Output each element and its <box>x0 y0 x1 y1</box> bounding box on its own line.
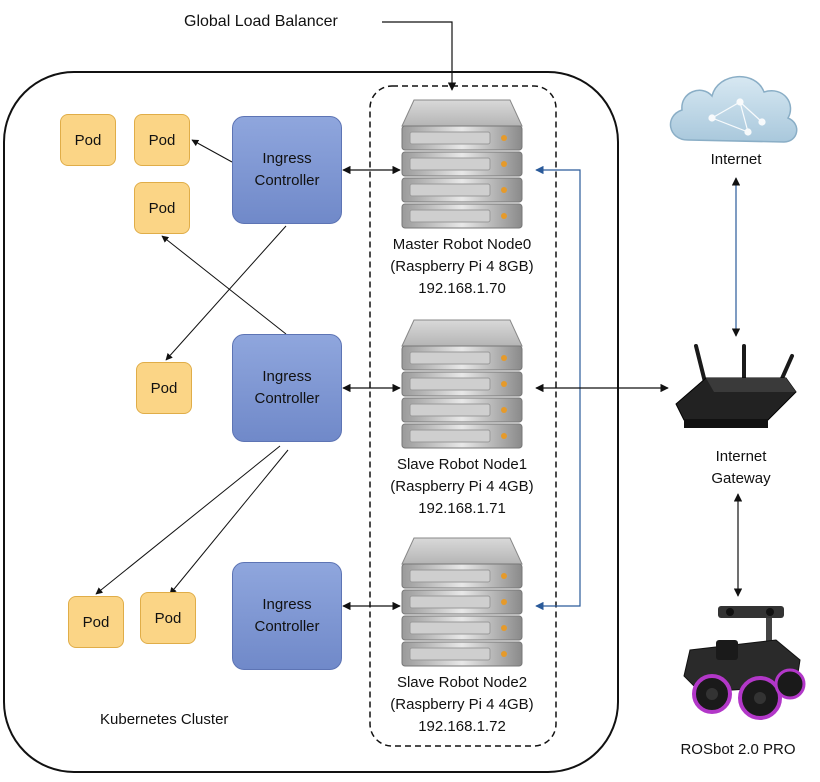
pod-box: Pod <box>134 182 190 234</box>
node-ip: 192.168.1.70 <box>418 280 506 297</box>
node-label: Slave Robot Node1 (Raspberry Pi 4 4GB) 1… <box>367 454 557 520</box>
cloud-icon <box>669 76 798 143</box>
node-hardware: (Raspberry Pi 4 4GB) <box>390 478 534 495</box>
cluster-boundary <box>3 71 619 773</box>
wifi-router-icon <box>675 344 797 428</box>
internet-label: Internet <box>710 151 762 168</box>
diagram-title: Global Load Balancer <box>184 13 338 30</box>
node-ip: 192.168.1.71 <box>418 500 506 517</box>
ingress1-pod-link-2 <box>95 445 281 595</box>
node-name: Slave Robot Node1 <box>396 456 528 473</box>
server-rack-icon <box>401 537 523 667</box>
node-group-dashed <box>369 85 557 747</box>
load-balancer-arrow <box>382 21 457 91</box>
node-name: Master Robot Node0 <box>392 236 532 253</box>
pod-box: Pod <box>60 114 116 166</box>
pod-box: Pod <box>140 592 196 644</box>
ingress-controller-box: Ingress Controller <box>232 562 342 670</box>
ingress0-pod-link <box>191 139 233 163</box>
robot-icon <box>683 606 806 720</box>
node-label: Slave Robot Node2 (Raspberry Pi 4 4GB) 1… <box>367 672 557 738</box>
pod-box: Pod <box>134 114 190 166</box>
node-label: Master Robot Node0 (Raspberry Pi 4 8GB) … <box>367 234 557 300</box>
ingress-controller-box: Ingress Controller <box>232 334 342 442</box>
node-ip: 192.168.1.72 <box>418 718 506 735</box>
ingress1-pod-link <box>161 235 287 335</box>
ingress-controller-box: Ingress Controller <box>232 116 342 224</box>
node-hardware: (Raspberry Pi 4 8GB) <box>390 258 534 275</box>
server-rack-icon <box>401 319 523 449</box>
gateway-label: Internet Gateway <box>711 448 771 487</box>
node-name: Slave Robot Node2 <box>396 674 528 691</box>
robot-label: ROSbot 2.0 PRO <box>680 741 796 758</box>
ingress0-pod-link-2 <box>165 225 287 361</box>
server-rack-icon <box>401 99 523 229</box>
node-hardware: (Raspberry Pi 4 4GB) <box>390 696 534 713</box>
ingress1-pod-link-3 <box>169 449 289 595</box>
cluster-label: Kubernetes Cluster <box>100 711 229 728</box>
pod-box: Pod <box>136 362 192 414</box>
pod-box: Pod <box>68 596 124 648</box>
